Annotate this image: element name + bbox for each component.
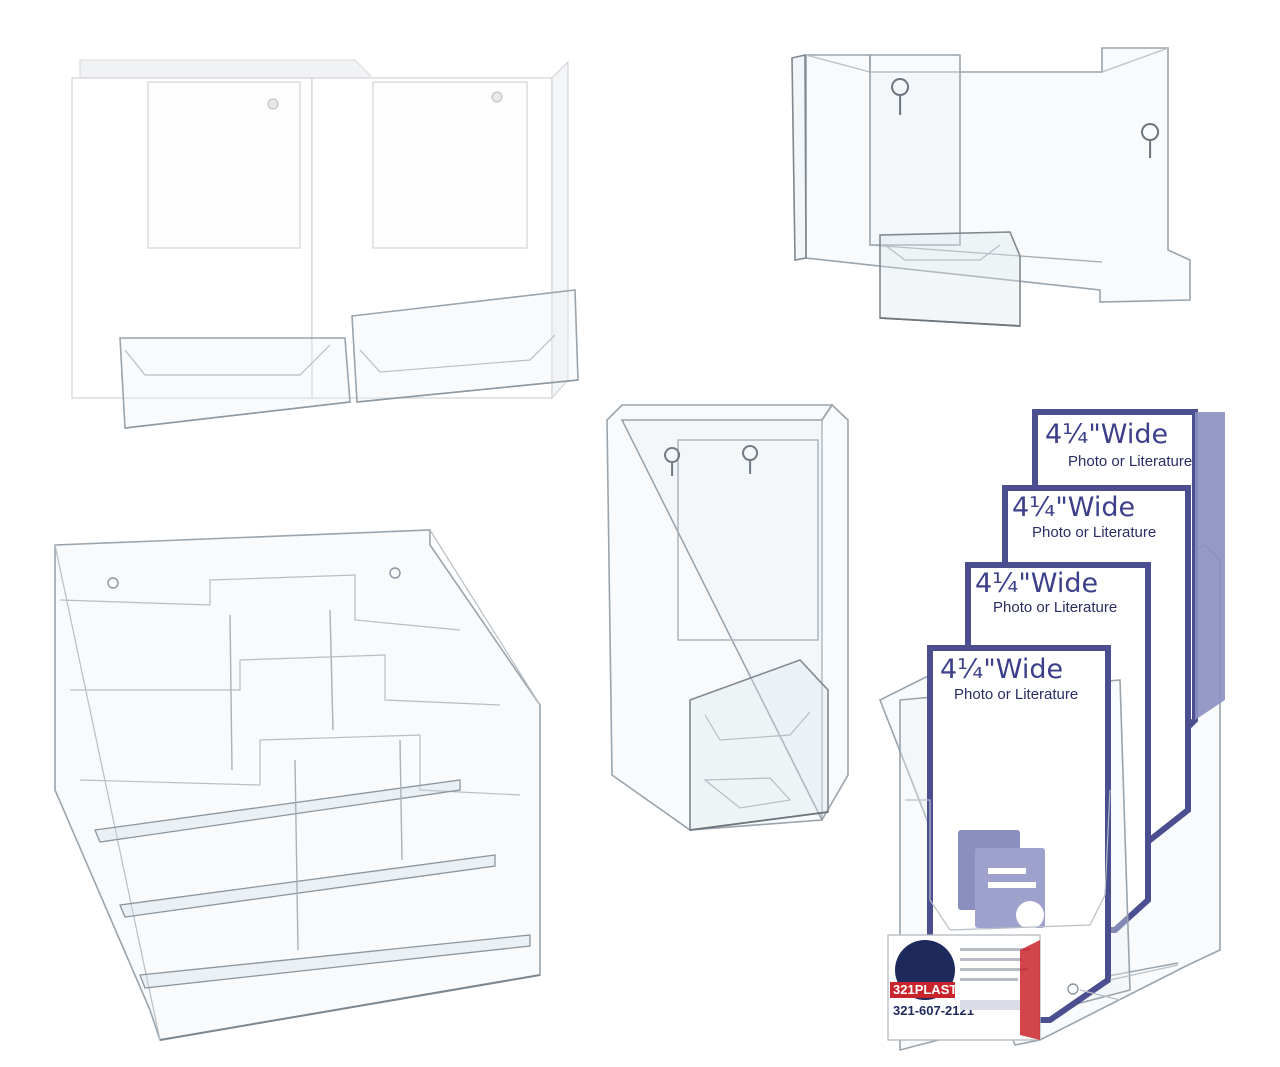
literature-card-2-subtitle: Photo or Literature [1032, 524, 1156, 541]
rack-mount-hole-left [107, 577, 119, 589]
business-card-brand: 321PLASTICS [893, 982, 979, 997]
left-mount-hole [267, 98, 279, 110]
literature-card-3-subtitle: Photo or Literature [993, 599, 1117, 616]
literature-card-1-title: 4¼"Wide [1045, 419, 1168, 450]
rack-mount-hole-right [389, 567, 401, 579]
tier-2-shelf [119, 854, 496, 918]
right-keyhole [1141, 123, 1159, 158]
right-front-window [372, 81, 528, 249]
left-front-window [147, 81, 301, 249]
four-tier-literature-holder: 4¼"Wide Photo or Literature 4¼"Wide Phot… [878, 409, 1225, 1052]
single-right-keyhole [742, 445, 759, 474]
double-pocket-white-brochure-holder [71, 59, 579, 429]
document-icon [958, 830, 1045, 929]
left-card-pocket [119, 337, 351, 429]
business-card: 321PLASTICS 321-607-2121 [887, 934, 1041, 1041]
literature-card-1-subtitle: Photo or Literature [1068, 453, 1192, 470]
single-holder-back [606, 404, 834, 831]
tier-holder-hole [1067, 983, 1079, 995]
literature-card-2-title: 4¼"Wide [1012, 492, 1135, 523]
right-mount-hole [491, 91, 503, 103]
tier-3-shelf [139, 934, 531, 989]
literature-card-4: 4¼"Wide Photo or Literature [927, 645, 1111, 1023]
multi-tier-countertop-brochure-rack [54, 529, 541, 1041]
single-holder-front-window [677, 439, 819, 641]
left-keyhole [891, 78, 909, 115]
tier-1-shelf [94, 779, 461, 843]
business-card-brand-bar [890, 982, 955, 998]
literature-card-4-subtitle: Photo or Literature [954, 686, 1078, 703]
single-left-keyhole [664, 447, 681, 476]
right-card-pocket [351, 289, 579, 403]
literature-card-3-title: 4¼"Wide [975, 568, 1098, 599]
business-card-phone: 321-607-2121 [893, 1003, 974, 1018]
single-card-pocket [689, 659, 829, 831]
wall-mount-clear-holder-with-card-pocket [791, 47, 1191, 327]
front-card-pocket [879, 231, 1021, 327]
single-pocket-wall-brochure-holder [606, 403, 849, 831]
literature-card-4-title: 4¼"Wide [940, 654, 1063, 685]
